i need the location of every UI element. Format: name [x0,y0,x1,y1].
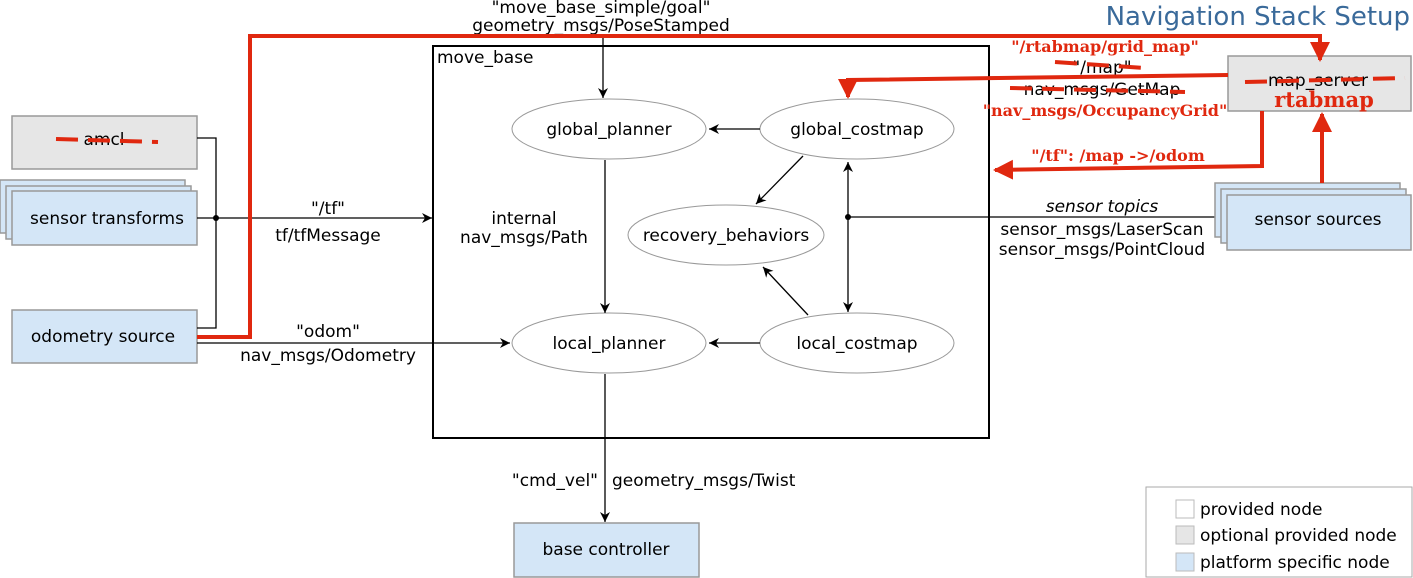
tf-map-odom-annotation: "/tf": /map ->/odom [1031,146,1205,165]
local-planner-label: local_planner [552,334,665,354]
local-costmap-node: local_costmap [759,312,955,374]
odometry-source-label: odometry source [31,327,175,347]
move-base-container [432,45,990,439]
local-costmap-label: local_costmap [796,334,917,354]
cmd-vel-topic-label: "cmd_vel" [512,471,598,491]
sensor-transforms-label: sensor transforms [30,209,184,229]
legend-optional-label: optional provided node [1200,526,1397,546]
odom-type-label: nav_msgs/Odometry [240,346,416,366]
rtabmap-label: rtabmap [1274,87,1374,112]
map-type-label: nav_msgs/GetMap [1024,80,1181,100]
laserscan-label: sensor_msgs/LaserScan [1000,220,1203,240]
map-server-node: map_server rtabmap [1227,55,1412,112]
goal-type-label: geometry_msgs/PoseStamped [472,16,730,36]
base-controller-label: base controller [542,540,669,560]
local-planner-node: local_planner [511,312,707,374]
tf-topic-label: "/tf" [311,199,345,219]
grid-map-annotation: "/rtabmap/grid_map" [1011,37,1199,56]
recovery-behaviors-label: recovery_behaviors [643,226,810,246]
legend-swatch-optional [1175,525,1195,545]
move-base-label: move_base [437,48,534,68]
global-planner-node: global_planner [511,98,707,160]
amcl-node: amcl [11,115,198,170]
path-type-label: nav_msgs/Path [460,228,588,248]
base-controller-node: base controller [513,522,700,578]
odometry-source-node: odometry source [11,309,198,364]
sensor-transforms-node: sensor transforms [0,179,198,246]
recovery-behaviors-node: recovery_behaviors [627,204,825,266]
global-planner-label: global_planner [546,120,671,140]
global-costmap-label: global_costmap [790,120,923,140]
global-costmap-node: global_costmap [759,98,955,160]
sensor-topics-label: sensor topics [1046,197,1159,217]
sensor-sources-node: sensor sources [1214,182,1412,251]
odom-topic-label: "odom" [296,322,360,342]
goal-topic-label: "move_base_simple/goal" [492,0,711,18]
legend-swatch-platform [1175,552,1195,572]
pointcloud-label: sensor_msgs/PointCloud [999,240,1205,260]
tf-type-label: tf/tfMessage [275,226,381,246]
sensor-sources-label: sensor sources [1254,210,1381,230]
legend-provided-label: provided node [1200,500,1322,520]
legend: provided node optional provided node pla… [1145,486,1413,578]
cmd-vel-type-label: geometry_msgs/Twist [612,471,796,491]
legend-platform-label: platform specific node [1200,553,1390,573]
internal-label: internal [491,209,556,229]
diagram-title: Navigation Stack Setup [1106,2,1410,32]
occupancy-grid-annotation: "nav_msgs/OccupancyGrid" [983,101,1228,120]
legend-swatch-provided [1175,499,1195,519]
red-strikethroughs [55,60,1406,144]
